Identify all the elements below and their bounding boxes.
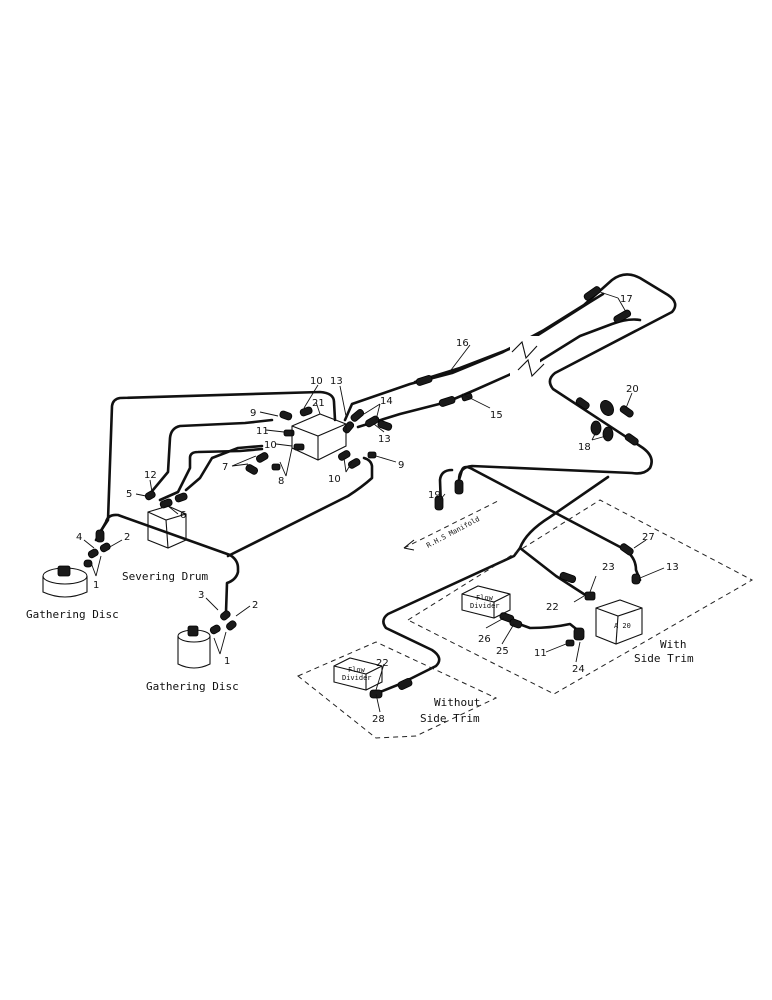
callout-13: 13 (378, 434, 391, 445)
callout-numbers: 1 1 2 2 3 4 5 6 7 8 9 9 10 10 10 11 11 1… (76, 294, 679, 725)
flow-divider-side-trim (461, 585, 511, 619)
component-labels: Gathering Disc Gathering Disc Severing D… (26, 515, 694, 725)
callout-25: 25 (496, 646, 509, 657)
callout-10: 10 (264, 440, 277, 451)
callout-23: 23 (602, 562, 615, 573)
label-flow-divider-2a: Flow (348, 666, 366, 674)
callout-17: 17 (620, 294, 633, 305)
callout-20: 20 (626, 384, 639, 395)
label-without-side-trim-2: Side Trim (420, 712, 480, 725)
label-without-side-trim-1: Without (434, 696, 480, 709)
hose-routing (94, 273, 677, 694)
callout-24: 24 (572, 664, 585, 675)
callout-18: 18 (578, 442, 591, 453)
label-flow-divider-1b: Divider (470, 602, 500, 610)
label-with-side-trim-2: Side Trim (634, 652, 694, 665)
label-with-side-trim-1: With (660, 638, 687, 651)
callout-26: 26 (478, 634, 491, 645)
hose-lower-left (94, 513, 240, 614)
callout-3: 3 (198, 590, 204, 601)
gathering-disc-left (42, 565, 88, 598)
hose-15b (533, 318, 642, 366)
leader-lines (83, 291, 665, 713)
callout-6: 6 (180, 510, 186, 521)
label-severing-drum: Severing Drum (122, 570, 208, 583)
callout-13: 13 (330, 376, 343, 387)
label-gathering-disc-right: Gathering Disc (146, 680, 239, 693)
hose-16b (528, 292, 605, 342)
callout-1: 1 (93, 580, 99, 591)
hose-left-inner (146, 418, 274, 498)
callout-5: 5 (126, 489, 132, 500)
callout-10: 10 (328, 474, 341, 485)
with-side-trim-boundary (406, 499, 754, 695)
hose-27 (457, 465, 642, 582)
label-flow-divider-1a: Flow (476, 594, 494, 602)
callout-13: 13 (666, 562, 679, 573)
flow-divider-no-trim (333, 657, 383, 691)
callout-11: 11 (534, 648, 547, 659)
hose-left-inner2 (158, 447, 264, 502)
callout-15: 15 (490, 410, 503, 421)
callout-22: 22 (376, 658, 389, 669)
callout-21: 21 (312, 398, 325, 409)
callout-14: 14 (380, 396, 393, 407)
callout-27: 27 (642, 532, 655, 543)
hose-bottom-route (378, 475, 610, 694)
callout-10: 10 (310, 376, 323, 387)
callout-9: 9 (250, 408, 256, 419)
hose-left-loop (96, 390, 337, 537)
callout-2: 2 (124, 532, 130, 543)
callout-12: 12 (144, 470, 157, 481)
callout-11: 11 (256, 426, 269, 437)
hose-lower-left-2 (226, 456, 374, 558)
callout-22: 22 (546, 602, 559, 613)
without-side-trim-boundary (297, 641, 498, 739)
callout-19: 19 (428, 490, 441, 501)
label-gathering-disc-left: Gathering Disc (26, 608, 119, 621)
hose-22-23 (518, 546, 592, 600)
valve-manifold-21 (291, 413, 347, 461)
hose-main-loop (343, 273, 677, 482)
break-symbol (510, 336, 545, 378)
hose-9-10 (184, 444, 264, 492)
callout-9: 9 (398, 460, 404, 471)
callout-8: 8 (278, 476, 284, 487)
hose-19 (438, 468, 454, 510)
gathering-disc-right (177, 625, 211, 669)
callout-2: 2 (252, 600, 258, 611)
fittings (83, 286, 641, 699)
label-port-a20: A 20 (614, 622, 631, 630)
callout-28: 28 (372, 714, 385, 725)
valve-a20 (595, 599, 643, 645)
callout-16: 16 (456, 338, 469, 349)
hose-25 (506, 618, 582, 634)
rhs-manifold-arrow (403, 499, 501, 551)
callout-1: 1 (224, 656, 230, 667)
callout-7: 7 (222, 462, 228, 473)
label-rhs-manifold: R.H.S Manifold (425, 515, 481, 550)
callout-4: 4 (76, 532, 82, 543)
label-flow-divider-2b: Divider (342, 674, 372, 682)
